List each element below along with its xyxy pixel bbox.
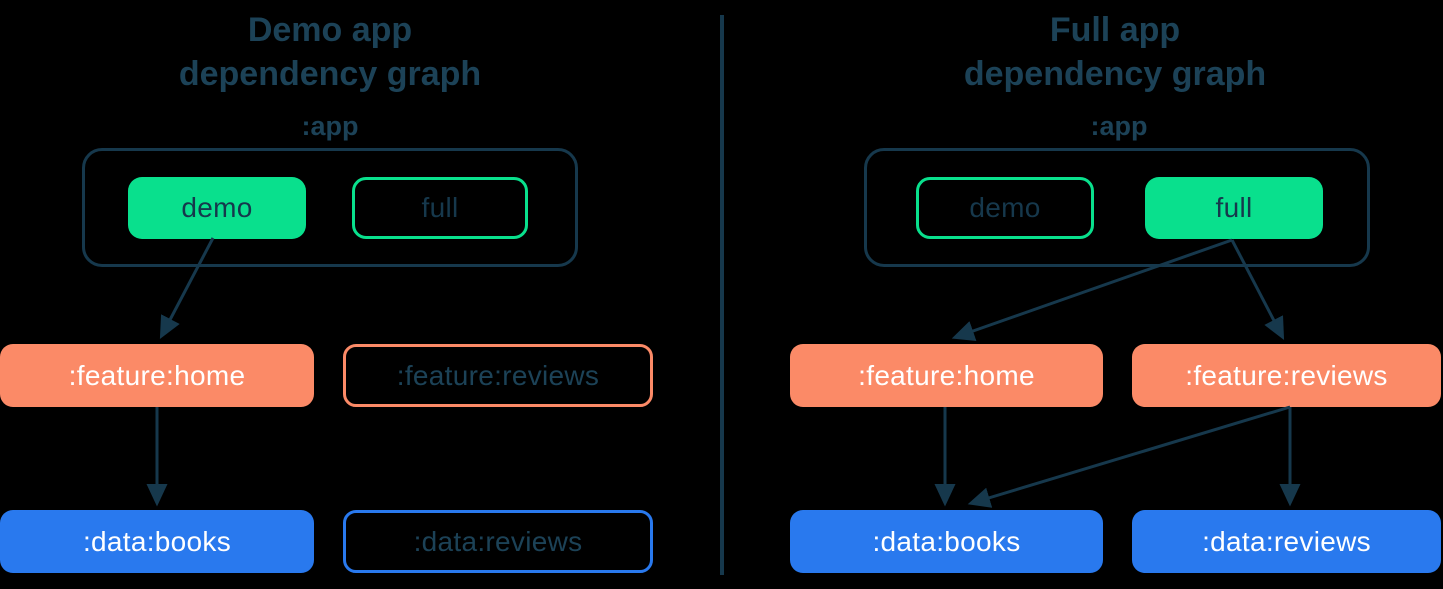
demo-data-books-node: :data:books bbox=[0, 510, 314, 573]
full-feature-home-node: :feature:home bbox=[790, 344, 1103, 407]
demo-variant-full-node: full bbox=[352, 177, 528, 239]
full-variant-full-node: full bbox=[1145, 177, 1323, 239]
demo-panel-title: Demo app dependency graph bbox=[120, 8, 540, 96]
full-data-books-node: :data:books bbox=[790, 510, 1103, 573]
full-data-reviews-node: :data:reviews bbox=[1132, 510, 1441, 573]
full-variant-demo-node: demo bbox=[916, 177, 1094, 239]
full-panel-title-line1: Full app bbox=[1049, 11, 1181, 49]
panel-divider bbox=[720, 15, 724, 575]
demo-feature-home-node: :feature:home bbox=[0, 344, 314, 407]
edge-feature-reviews-to-data-books bbox=[967, 405, 1291, 508]
demo-data-reviews-node: :data:reviews bbox=[343, 510, 653, 573]
demo-app-module-label: :app bbox=[301, 111, 359, 141]
demo-panel-title-line2: dependency graph bbox=[178, 55, 482, 93]
demo-variant-demo-node: demo bbox=[128, 177, 306, 239]
demo-feature-reviews-node: :feature:reviews bbox=[343, 344, 653, 407]
full-feature-reviews-node: :feature:reviews bbox=[1132, 344, 1441, 407]
demo-panel-title-line1: Demo app bbox=[247, 11, 413, 49]
full-panel-title-line2: dependency graph bbox=[963, 55, 1267, 93]
demo-app-module-container bbox=[82, 148, 578, 267]
full-panel-title: Full app dependency graph bbox=[905, 8, 1325, 96]
full-app-module-label: :app bbox=[1090, 111, 1148, 141]
